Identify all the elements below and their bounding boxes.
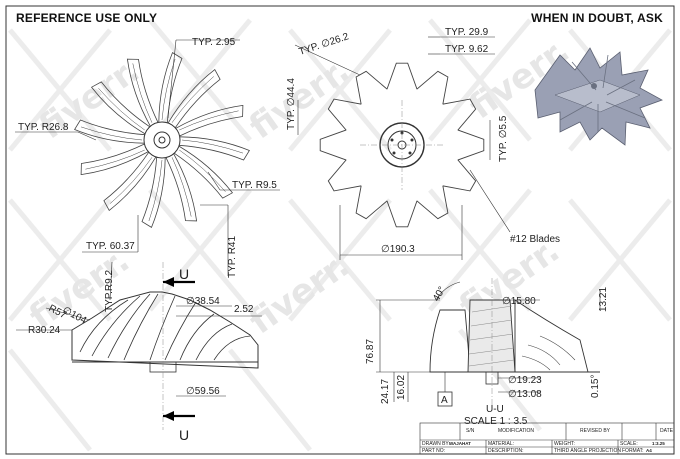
section-letter-top: U bbox=[179, 266, 189, 282]
tb-part-no-label: PART NO: bbox=[422, 448, 445, 454]
dim-typ-dia-hub: TYP. ∅44.4 bbox=[286, 78, 297, 130]
front-view-hub-outer bbox=[143, 121, 181, 159]
front-blade-edge bbox=[85, 149, 145, 170]
dim-7687: 76.87 bbox=[365, 339, 376, 364]
front-blade bbox=[179, 136, 250, 161]
dim-252: 2.52 bbox=[234, 304, 254, 315]
drawing-border bbox=[5, 5, 675, 455]
dim-typ-dia-small: TYP. ∅26.2 bbox=[298, 31, 351, 58]
tb-col-sn: S/N bbox=[466, 428, 475, 434]
dim-1602: 16.02 bbox=[396, 375, 407, 400]
tb-format-label: FORMAT: bbox=[622, 448, 644, 454]
front-blade-edge bbox=[80, 126, 143, 141]
front-view-bore bbox=[158, 136, 166, 144]
front-view-hub-inner bbox=[153, 131, 171, 149]
front-blade-edge bbox=[148, 159, 163, 222]
dim-typ-r-top: TYP.R9.2 bbox=[104, 270, 115, 312]
dim-r30: R30.24 bbox=[28, 325, 61, 336]
dim-dia-38: ∅38.54 bbox=[186, 296, 220, 307]
dim-2417: 24.17 bbox=[380, 379, 391, 404]
tb-col-rev: REVISED BY bbox=[580, 428, 611, 434]
front-view: TYP. 2.95 TYP. R26.8 TYP. R9.5 TYP. 60.3… bbox=[15, 37, 280, 278]
tb-description-label: DESCRIPTION: bbox=[488, 448, 524, 454]
dim-dia-59: ∅59.56 bbox=[186, 386, 220, 397]
tb-drawn-by: WAJAHAT bbox=[449, 441, 471, 446]
dim-typ-tip-width: TYP. 29.9 bbox=[445, 27, 489, 38]
front-blade-edge bbox=[98, 88, 145, 131]
dim-typ-dia-bore: TYP. ∅5.5 bbox=[498, 115, 509, 162]
front-blade bbox=[167, 68, 221, 129]
tb-scale-value: 1:3.25 bbox=[652, 441, 665, 446]
scale-label: SCALE 1 : 3.5 bbox=[464, 416, 528, 427]
tb-format-value: A4 bbox=[646, 448, 652, 453]
tb-drawn-by-label: DRAWN BY: bbox=[422, 441, 450, 447]
tb-scale-label: SCALE: bbox=[620, 441, 638, 447]
datum-letter: A bbox=[441, 395, 448, 406]
dim-dia-1923: ∅19.23 bbox=[508, 375, 542, 386]
dim-typ-r-blade: TYP. R9.5 bbox=[232, 180, 277, 191]
dim-typ-tip-small: TYP. 9.62 bbox=[445, 44, 489, 55]
section-view-hub bbox=[467, 299, 516, 373]
front-blade-edge bbox=[179, 149, 226, 192]
front-blade-edge bbox=[179, 110, 239, 131]
doubt-note: WHEN IN DOUBT, ASK bbox=[531, 11, 663, 25]
front-blade-edge bbox=[171, 76, 214, 123]
title-block bbox=[419, 422, 675, 455]
front-blade bbox=[173, 145, 234, 199]
front-blade-edge bbox=[171, 157, 192, 217]
section-letter-bottom: U bbox=[179, 427, 189, 443]
front-blade bbox=[90, 81, 151, 135]
front-blade bbox=[80, 143, 149, 176]
section-view: 40° ∅15.80 13.21 76.87 24.17 16.02 ∅19.2… bbox=[365, 278, 609, 427]
section-label: U-U bbox=[486, 404, 504, 415]
section-view-right-blade bbox=[514, 299, 589, 373]
title-block-text: S/N MODIFICATION REVISED BY DATE DRAWN B… bbox=[422, 428, 674, 454]
dim-outer-dia: ∅190.3 bbox=[381, 244, 415, 255]
front-blade bbox=[103, 151, 157, 212]
dim-dia-1308: ∅13.08 bbox=[508, 389, 542, 400]
watermark-text: fiverr. bbox=[242, 50, 357, 147]
side-view: U U TYP.R9.2 ∅104 R57 R30.24 ∅38.54 2.52… bbox=[16, 261, 262, 443]
datum-box bbox=[437, 391, 453, 407]
front-blade-edge bbox=[181, 139, 244, 154]
rear-view-star-outline bbox=[319, 62, 485, 228]
dim-angle-small: 0.15° bbox=[590, 375, 601, 398]
front-blade bbox=[74, 119, 145, 144]
front-blade-edge bbox=[110, 157, 153, 204]
front-blade bbox=[126, 58, 159, 127]
dim-dia-1580: ∅15.80 bbox=[502, 296, 536, 307]
tb-col-date: DATE bbox=[660, 428, 674, 434]
front-blade bbox=[141, 157, 166, 228]
front-blade bbox=[175, 104, 244, 137]
tb-weight-label: WEIGHT: bbox=[554, 441, 575, 447]
isometric-preview bbox=[534, 47, 663, 146]
dim-typ-thickness: TYP. 2.95 bbox=[192, 37, 236, 48]
dim-typ-length: TYP. 60.37 bbox=[86, 241, 135, 252]
dim-typ-r-outer: TYP. R26.8 bbox=[18, 122, 69, 133]
section-view-left-blade bbox=[429, 309, 471, 373]
front-blade bbox=[165, 153, 198, 222]
side-view-body bbox=[71, 291, 259, 369]
front-blade-edge bbox=[132, 63, 153, 123]
tb-projection: THIRD ANGLE PROJECTION bbox=[554, 448, 621, 454]
blades-note: #12 Blades bbox=[510, 234, 560, 245]
dim-typ-r-root: TYP. R41 bbox=[227, 236, 238, 278]
tb-material-label: MATERIAL: bbox=[488, 441, 514, 447]
tb-col-mod: MODIFICATION bbox=[498, 428, 534, 434]
dim-1321: 13.21 bbox=[598, 287, 609, 312]
reference-note: REFERENCE USE ONLY bbox=[16, 11, 158, 25]
